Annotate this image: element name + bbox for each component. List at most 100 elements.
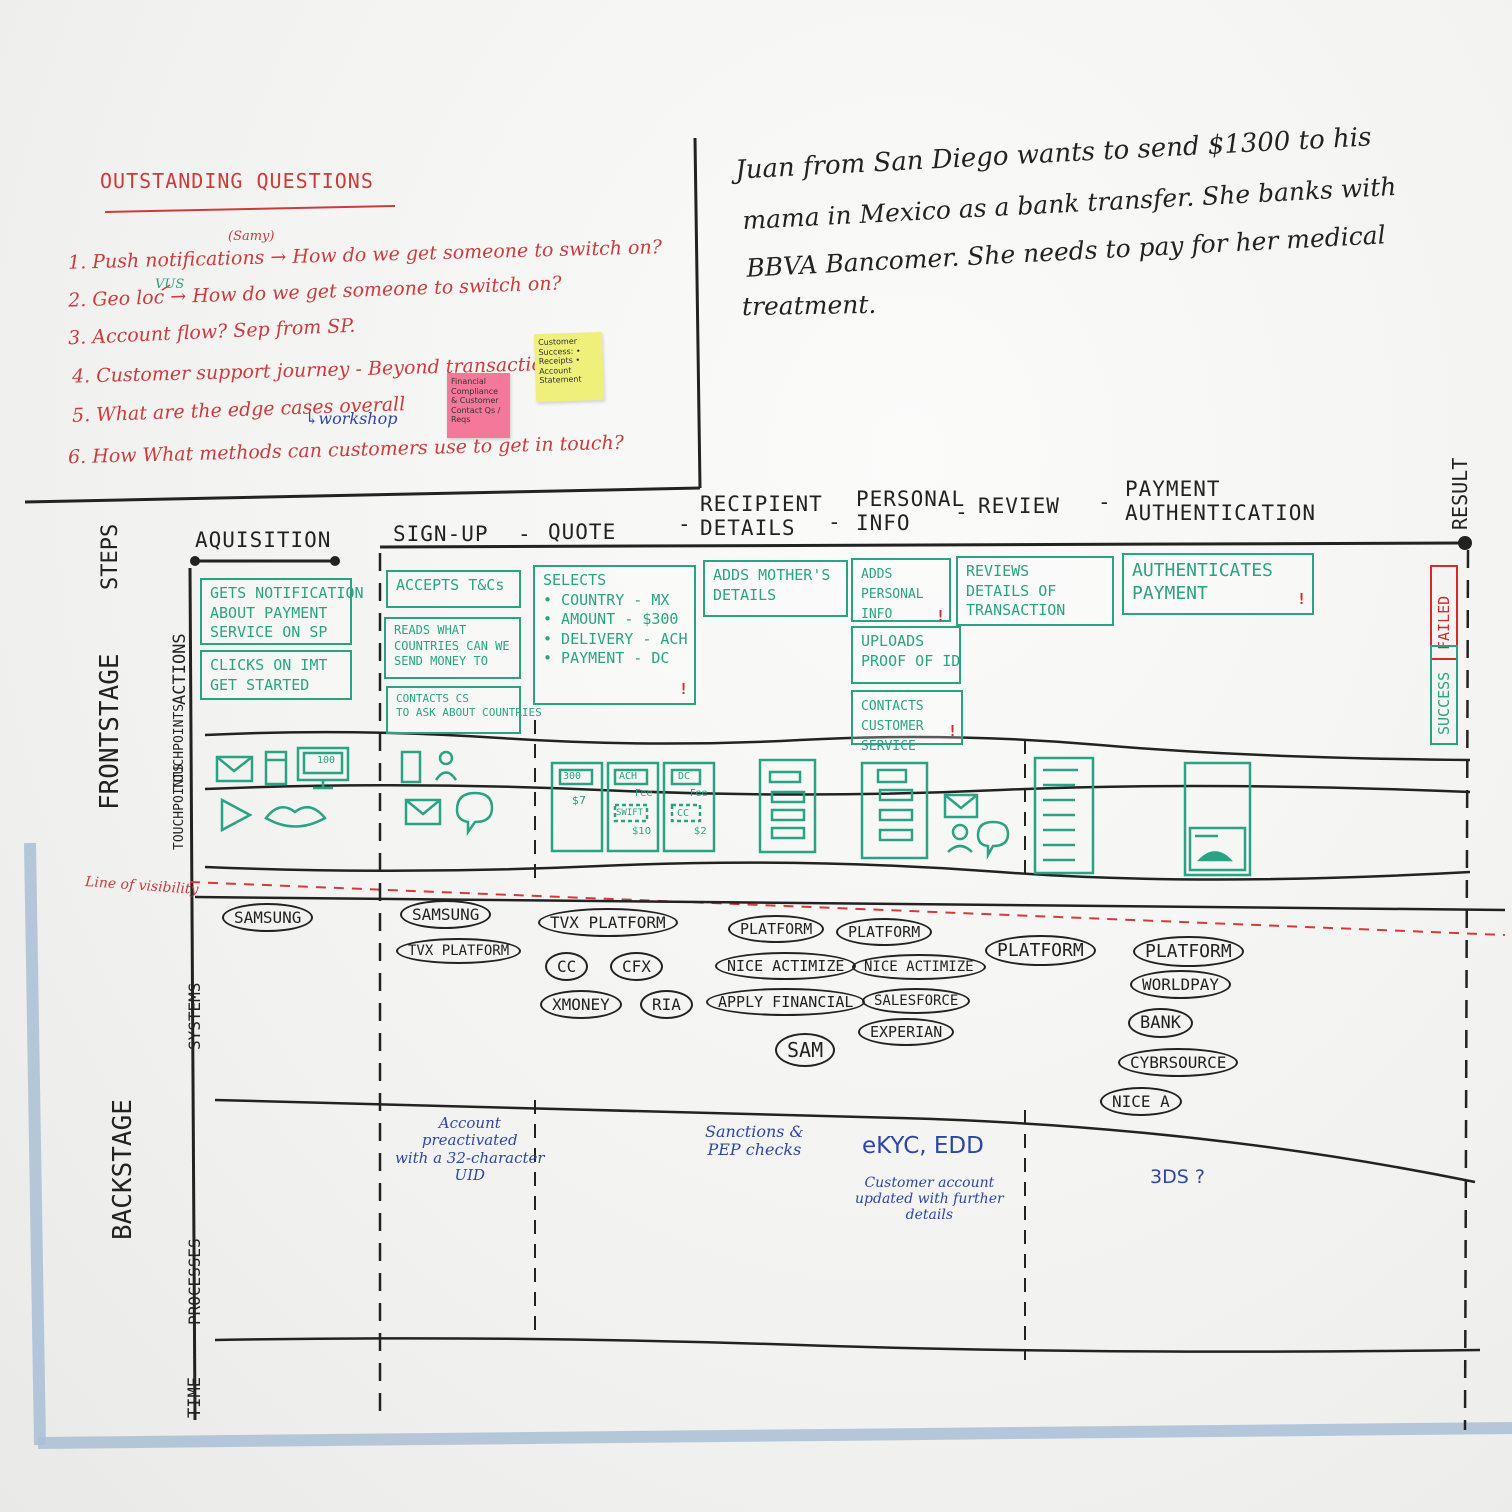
chat-bubble-icon-2 [976,820,1010,860]
system-samsung-1: SAMSUNG [222,903,314,932]
review-checklist-icon [1033,756,1095,875]
question-1-note: (Samy) [228,229,275,244]
action-adds-personal-alert: ! [935,606,945,625]
quote-screen-2-icon [606,761,660,853]
process-account-preactivated: Account preactivated with a 32-character… [395,1114,545,1184]
step-dash-2: - [678,512,692,536]
support-person-icon [947,823,973,853]
questions-title: OUTSTANDING QUESTIONS [100,169,374,193]
tp-swift: SWIFT [616,808,644,818]
system-nice-actimize-1: NICE ACTIMIZE [715,952,857,980]
action-adds-mothers-details: ADDS MOTHER'S DETAILS [703,560,848,617]
phone-icon [264,750,288,786]
left-axis [188,567,197,1421]
system-cc: CC [545,952,589,981]
step-signup: SIGN-UP [393,522,489,546]
step-quote: QUOTE [548,520,617,544]
process-sanctions-pep: Sanctions & PEP checks [705,1122,804,1160]
action-authenticates-payment: AUTHENTICATES PAYMENT ! [1122,553,1314,615]
tp-10: $10 [632,826,652,837]
step-payment: PAYMENT AUTHENTICATION [1125,477,1317,526]
system-platform-4: PLATFORM [1133,936,1244,967]
action-contacts-customer-service-text: CONTACTS CUSTOMER SERVICE [861,699,924,754]
action-reviews-details: REVIEWS DETAILS OF TRANSACTION [956,556,1114,626]
tp-300-label: 300 [563,771,582,782]
action-clicks-imt: CLICKS ON IMT GET STARTED [200,650,352,700]
sms-loc-vs-arrow [161,284,171,291]
action-contacts-customer-service: CONTACTS CUSTOMER SERVICE ! [851,690,963,754]
action-authenticates-alert: ! [1296,589,1306,608]
action-selects: SELECTS • COUNTRY - MX • AMOUNT - $300 •… [533,565,696,705]
question-2-note: VUS [155,277,185,292]
step-personal: PERSONAL INFO [856,487,966,536]
system-samsung-2: SAMSUNG [400,900,492,929]
action-reads-countries: READS WHAT COUNTRIES CAN WE SEND MONEY T… [384,617,521,679]
step-acquisition: AQUISITION [195,528,332,552]
divider-result [1463,549,1470,1431]
email-icon-3 [943,793,979,819]
wavy-touchpoints-mid [204,783,1471,796]
system-xmoney: XMONEY [540,990,622,1019]
action-contacts-customer-service-alert: ! [947,721,957,740]
action-selects-alert: ! [678,679,688,698]
system-platform-1: PLATFORM [728,915,825,943]
pink-sticky-note: Financial Compliance & Customer Contact … [447,373,510,438]
system-ria: RIA [640,990,693,1019]
personal-form-icon [860,761,929,860]
action-adds-personal-text: ADDS PERSONAL INFO [861,567,924,622]
line-of-visibility [189,881,1506,936]
quote-screen-3-icon [662,761,716,853]
play-store-icon [220,797,253,833]
email-icon-2 [404,798,442,826]
tp-cc: CC [677,808,690,819]
tp-100-label: 100 [317,755,336,766]
tp-fee-2: Fee [690,788,708,799]
lips-icon [264,805,327,828]
system-tvx-platform-1: TVX PLATFORM [396,938,522,964]
recipient-form-icon [758,758,817,854]
payment-screen-icon [1183,761,1252,877]
quote-screen-1-icon [550,761,604,853]
system-bank: BANK [1128,1008,1193,1038]
system-nice-actimize-2: NICE ACTIMIZE [852,954,986,980]
desktop-icon [296,746,350,790]
steps-line [379,541,1466,549]
systems-bottom-line [214,1098,1476,1184]
questions-divider [24,486,701,504]
system-cfx: CFX [610,952,663,981]
system-platform-2: PLATFORM [836,918,933,946]
tape-left [24,842,46,1446]
person-icon [434,750,458,781]
system-experian: EXPERIAN [858,1018,955,1046]
questions-title-underline [104,205,396,213]
system-platform-3: PLATFORM [985,935,1096,966]
action-authenticates-text: AUTHENTICATES PAYMENT [1132,560,1273,605]
system-nice-a: NICE A [1100,1087,1182,1116]
question-5-note: ↳workshop [305,409,398,428]
system-sam: SAM [775,1033,836,1067]
process-customer-account-updated: Customer account updated with further de… [855,1175,1004,1224]
systems-top-line [194,895,1506,912]
tp-ach-label: ACH [619,771,638,782]
email-icon [215,755,254,783]
action-accepts-tcs: ACCEPTS T&Cs [386,570,521,608]
tp-2: $2 [694,826,707,837]
system-tvx-platform-2: TVX PLATFORM [538,908,678,937]
step-dash-3: - [828,510,842,534]
action-uploads-proof: UPLOADS PROOF OF ID [851,626,961,684]
questions-box-right [693,137,702,489]
wavy-touchpoints-bottom [204,861,1471,881]
step-review: REVIEW [978,494,1060,518]
step-dash-5: - [1098,490,1112,514]
tp-dc-label: DC [678,771,691,782]
action-adds-personal-info: ADDS PERSONAL INFO ! [851,558,951,625]
system-worldpay: WORLDPAY [1130,970,1232,999]
process-3ds: 3DS ? [1150,1166,1205,1188]
tp-7: $7 [572,794,586,807]
system-salesforce: SALESFORCE [862,988,971,1014]
steps-end-dot [1458,536,1472,550]
action-selects-text: SELECTS • COUNTRY - MX • AMOUNT - $300 •… [543,571,688,667]
